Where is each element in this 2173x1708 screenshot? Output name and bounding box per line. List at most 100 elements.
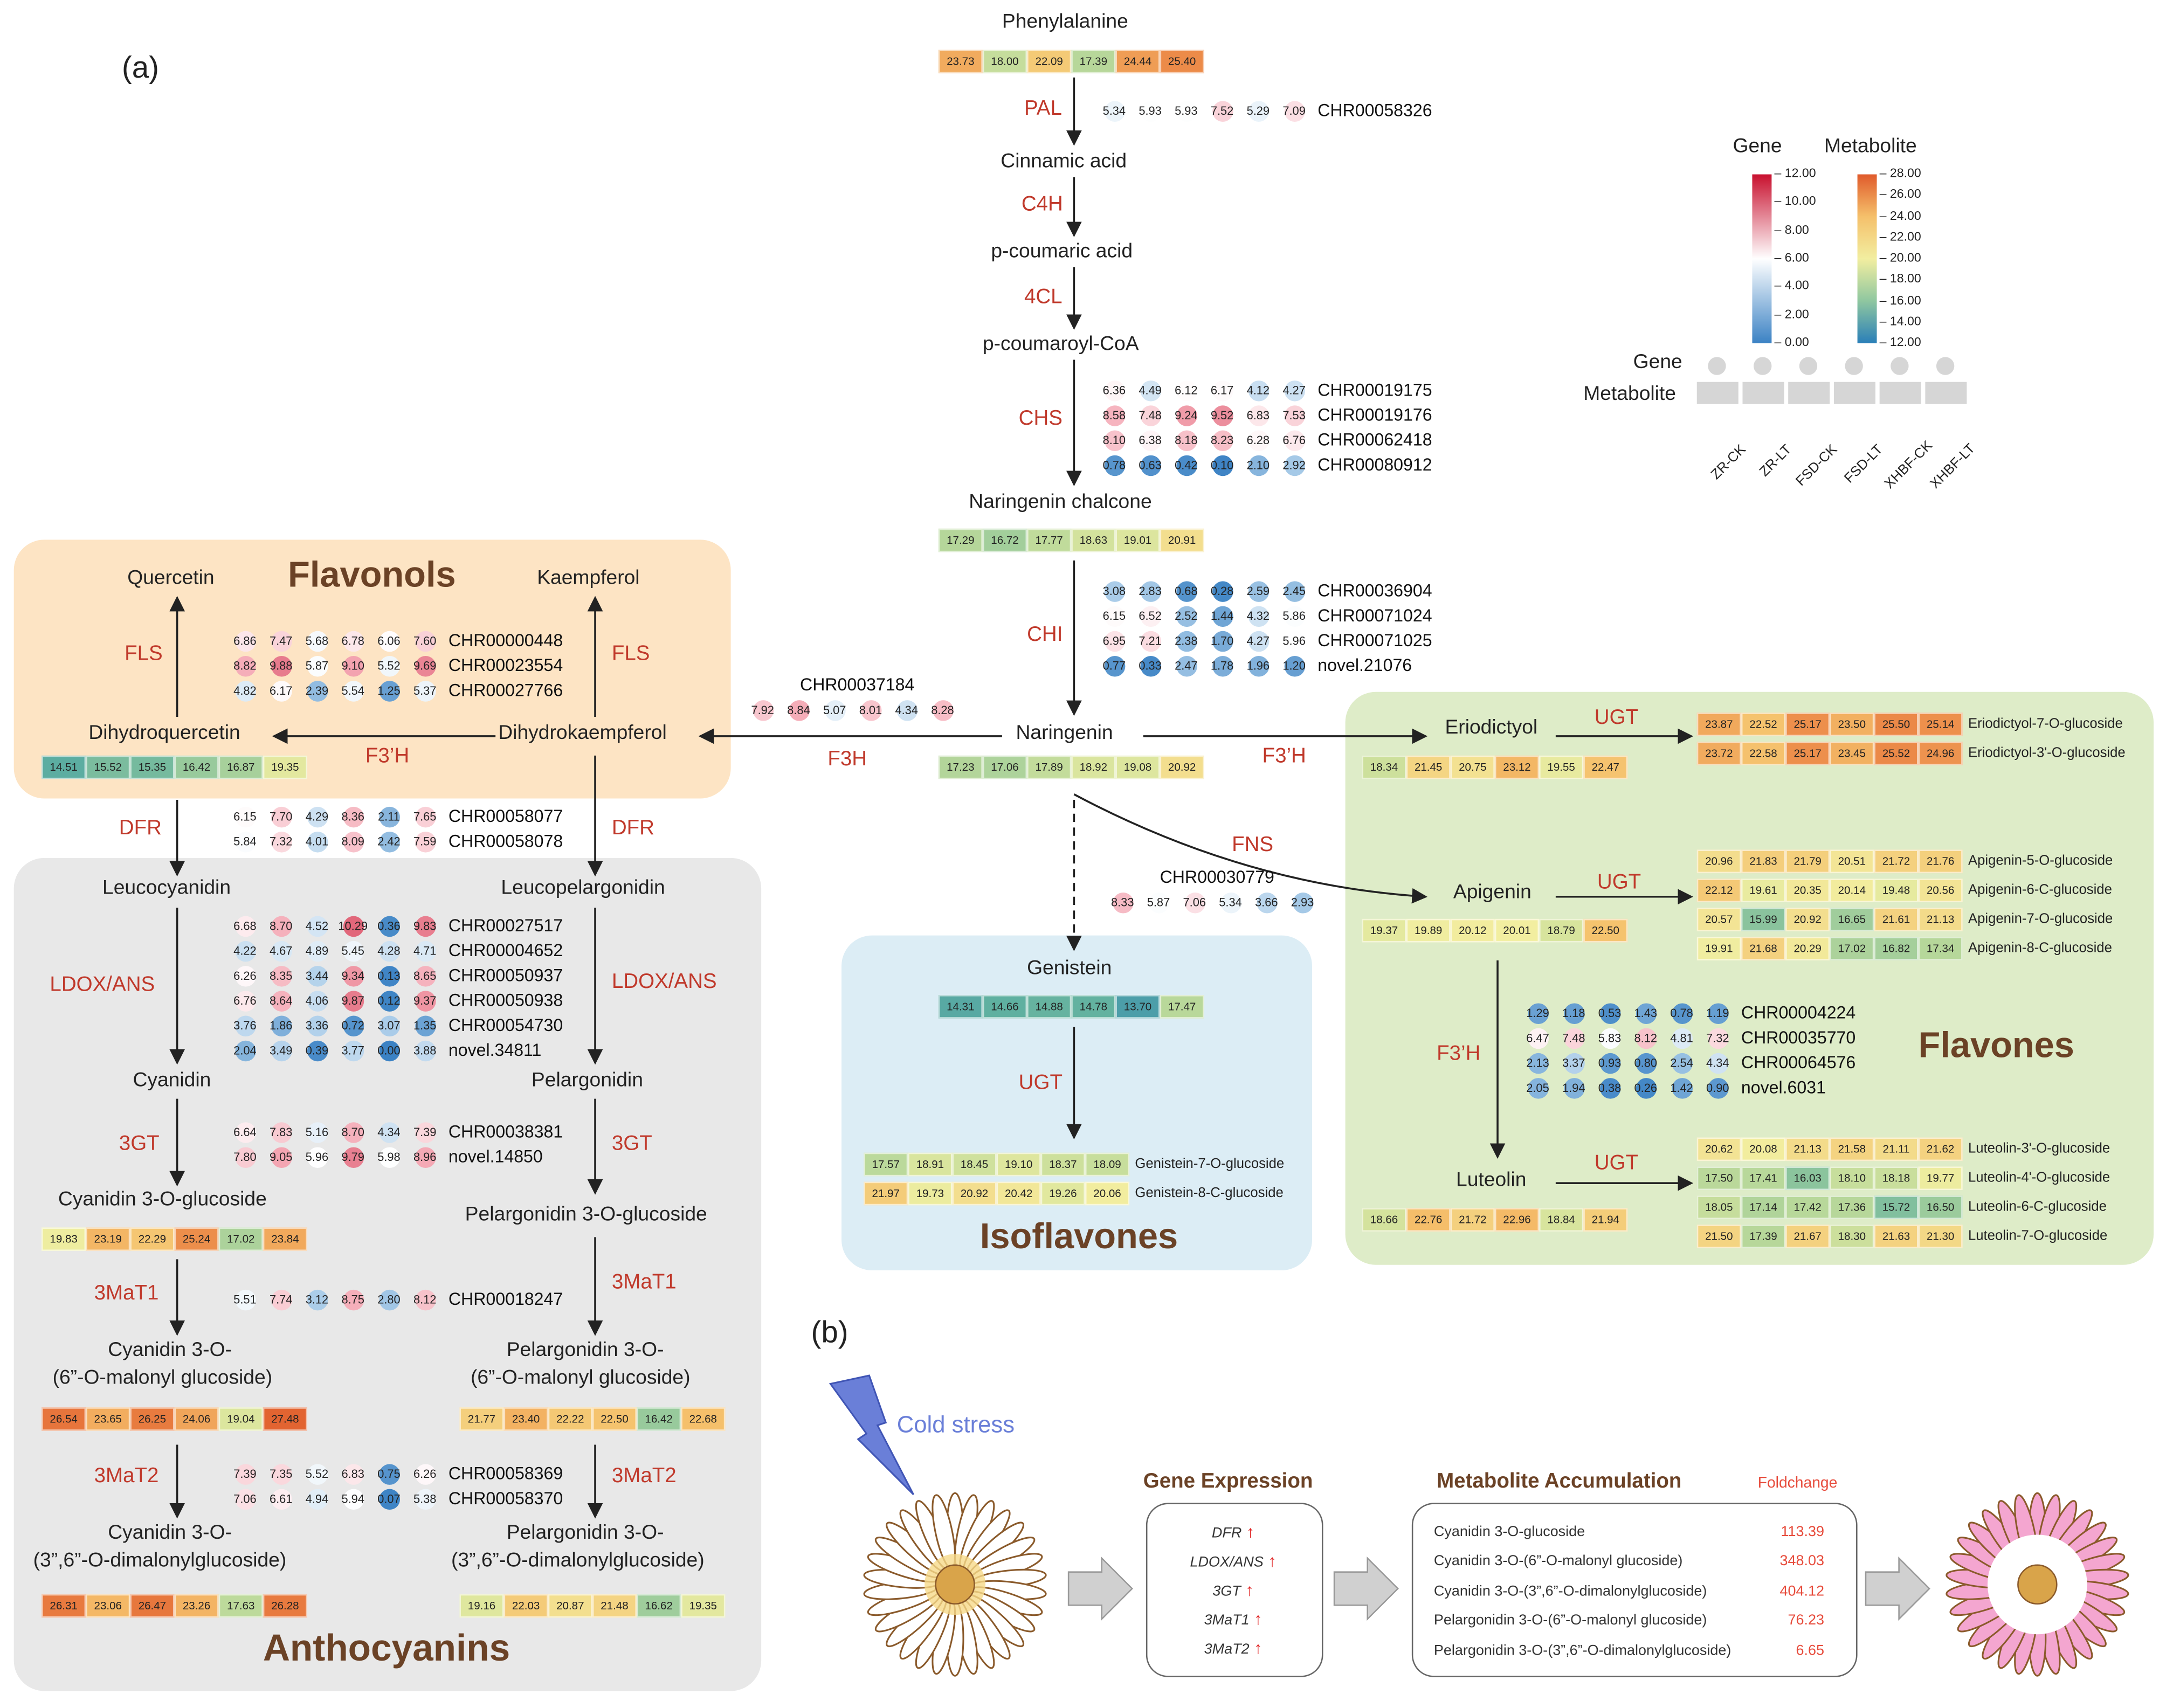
gene-expression-cell: 7.92 xyxy=(744,699,781,721)
gene-expression-cell: 3.49 xyxy=(263,1040,299,1061)
heat-cell: 23.26 xyxy=(174,1594,219,1618)
heat-cell: 20.91 xyxy=(1160,528,1204,552)
gene-expression-cell: 8.65 xyxy=(407,965,443,986)
gene-expression-cell: 4.32 xyxy=(1240,605,1276,626)
heat-cell: 23.65 xyxy=(86,1407,130,1431)
gene-id: CHR00050937 xyxy=(448,966,563,986)
legend-tick: – 22.00 xyxy=(1879,229,1921,244)
heat-cell: 23.40 xyxy=(503,1407,548,1431)
heat-cell: 17.29 xyxy=(938,528,983,552)
heat-cell: 21.76 xyxy=(1918,849,1963,874)
gene-expression-cell: 1.20 xyxy=(1276,655,1312,676)
heat-cell: 22.68 xyxy=(681,1407,726,1431)
heat-cell: 20.57 xyxy=(1696,908,1741,931)
enzyme-chs: CHS xyxy=(1018,406,1063,431)
metabolite-pg-dimalonyl-line2: (3”,6”-O-dimalonylglucoside) xyxy=(451,1550,705,1572)
enzyme-ldox-right: LDOX/ANS xyxy=(611,970,717,994)
heat-cell: 22.47 xyxy=(1583,755,1628,779)
metabolite-kaempferol: Kaempferol xyxy=(537,567,640,590)
panel-label-b: (b) xyxy=(811,1315,848,1350)
legend-tick: – 20.00 xyxy=(1879,250,1921,265)
gene-expression-cell: 3.37 xyxy=(1556,1052,1592,1074)
gene-expression-cell: 2.45 xyxy=(1276,580,1312,601)
enzyme-ugt-genistein: UGT xyxy=(1018,1071,1063,1095)
gene-expression-cell: 6.28 xyxy=(1240,430,1276,451)
gene-expression-cell: 6.76 xyxy=(1276,430,1312,451)
cold-stress-label: Cold stress xyxy=(896,1411,1015,1438)
up-arrow-icon: ↑ xyxy=(1249,1638,1263,1658)
heat-cell: 19.16 xyxy=(459,1594,504,1618)
metabolite-cy-malonyl-line2: (6”-O-malonyl glucoside) xyxy=(52,1367,273,1389)
heat-cell: 22.76 xyxy=(1406,1208,1451,1232)
gene-expression-cell: 6.78 xyxy=(335,630,371,652)
gene-id: CHR00058369 xyxy=(448,1464,563,1484)
gene-expression-cell: 6.86 xyxy=(227,630,263,652)
gene-id: CHR00071024 xyxy=(1317,606,1432,626)
gene-expression-cell: 0.78 xyxy=(1664,1002,1700,1024)
gene-expression-cell: 7.06 xyxy=(1176,891,1212,913)
gene-expression-cell: 8.12 xyxy=(1627,1027,1664,1048)
gene-expression-cell: 1.35 xyxy=(407,1015,443,1036)
heat-cell: 24.06 xyxy=(174,1407,219,1431)
enzyme-3gt-left: 3GT xyxy=(119,1132,160,1156)
gene-expression-cell: 1.29 xyxy=(1520,1002,1556,1024)
heat-cell: 23.50 xyxy=(1830,713,1874,736)
gene-expression-cell: 4.12 xyxy=(1240,379,1276,401)
gene-expression-cell: 5.07 xyxy=(817,699,853,721)
heat-cell: 26.31 xyxy=(42,1594,86,1618)
heat-cell: 21.58 xyxy=(1830,1137,1874,1161)
gene-expression-cell: 9.69 xyxy=(407,655,443,676)
heat-cell: 25.52 xyxy=(1874,742,1919,765)
heat-cell: 17.41 xyxy=(1741,1166,1786,1191)
heat-cell: 16.03 xyxy=(1785,1166,1830,1191)
flower-cold-icon xyxy=(860,1490,1050,1679)
gene-expression-cell: 3.36 xyxy=(299,1015,335,1036)
gene-expression-cell: 6.83 xyxy=(1240,404,1276,426)
heat-cell: 14.78 xyxy=(1071,995,1116,1019)
gene-expression-cell: 8.36 xyxy=(335,806,371,827)
gene-expression-cell: 7.35 xyxy=(263,1463,299,1484)
gene-expression-cell: 1.18 xyxy=(1556,1002,1592,1024)
gene-id: CHR00004224 xyxy=(1741,1003,1856,1023)
metabolite-pelargonidin: Pelargonidin xyxy=(531,1069,643,1092)
legend-tick: – 28.00 xyxy=(1879,166,1921,180)
metabolite-cy-dimalonyl-line1: Cyanidin 3-O- xyxy=(108,1522,232,1545)
gene-expression-cell: 5.68 xyxy=(299,630,335,652)
legend-tick: – 12.00 xyxy=(1774,166,1816,180)
gene-expression-cell: 8.82 xyxy=(227,655,263,676)
legend-gene-title: Gene xyxy=(1733,135,1782,158)
foldchange-value: 76.23 xyxy=(1788,1612,1824,1629)
heat-cell: 22.29 xyxy=(130,1227,175,1251)
gene-expression-cell: 5.34 xyxy=(1096,100,1132,121)
heat-cell: 18.37 xyxy=(1040,1152,1085,1177)
glycoside-name: Luteolin-6-C-glucoside xyxy=(1968,1200,2107,1215)
heat-cell: 25.17 xyxy=(1785,713,1830,736)
metabolite-p-coumaroyl-coa: p-coumaroyl-CoA xyxy=(982,333,1139,356)
gene-id: CHR00064576 xyxy=(1741,1053,1856,1073)
heat-cell: 21.72 xyxy=(1450,1208,1495,1232)
gene-expression-cell: 3.77 xyxy=(335,1040,371,1061)
gene-expression-cell: 5.52 xyxy=(371,655,407,676)
gene-expression-cell: 8.70 xyxy=(263,915,299,936)
gene-id: CHR00030779 xyxy=(1160,867,1274,887)
legend-metabolite-box xyxy=(1925,382,1967,404)
enzyme-ugt-luteolin: UGT xyxy=(1594,1151,1639,1175)
gene-expression-cell: 0.39 xyxy=(299,1040,335,1061)
metabolite-genistein: Genistein xyxy=(1027,957,1112,980)
heat-cell: 17.34 xyxy=(1918,937,1963,960)
gene-expression-cell: 5.96 xyxy=(299,1146,335,1167)
gene-expression-cell: 6.26 xyxy=(227,965,263,986)
gene-expression-cell: 0.36 xyxy=(371,915,407,936)
heat-cell: 19.08 xyxy=(1115,755,1160,779)
gene-id: CHR00004652 xyxy=(448,941,563,960)
gene-expression-cell: 1.19 xyxy=(1700,1002,1736,1024)
legend-gene-colorbar xyxy=(1752,174,1772,343)
gene-expression-cell: 0.38 xyxy=(1592,1077,1628,1098)
gene-expression-cell: 1.42 xyxy=(1664,1077,1700,1098)
metabolite-apigenin: Apigenin xyxy=(1453,881,1532,904)
gene-expression-cell: 9.37 xyxy=(407,990,443,1011)
